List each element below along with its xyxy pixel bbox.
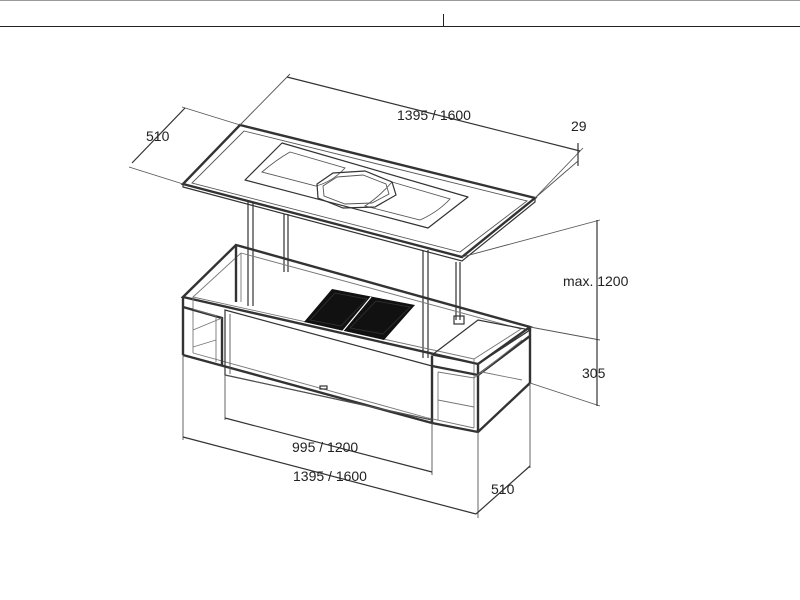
hood-thickness-label: 29 [571,118,587,134]
dimension-lines [128,73,601,518]
induction-hob [304,289,415,340]
base-width-label: 1395 / 1600 [293,468,367,484]
suspension-cables [247,202,465,358]
base-height-label: 305 [582,365,606,381]
base-depth-label: 510 [491,481,515,497]
max-height-label: max. 1200 [563,273,629,289]
hood-depth-label: 510 [146,128,170,144]
island-base [180,243,533,434]
inner-width-label: 995 / 1200 [292,439,358,455]
hood-width-label: 1395 / 1600 [397,107,471,123]
header-divider [443,14,444,27]
header-bar [0,0,800,27]
hood-panel [180,123,538,262]
